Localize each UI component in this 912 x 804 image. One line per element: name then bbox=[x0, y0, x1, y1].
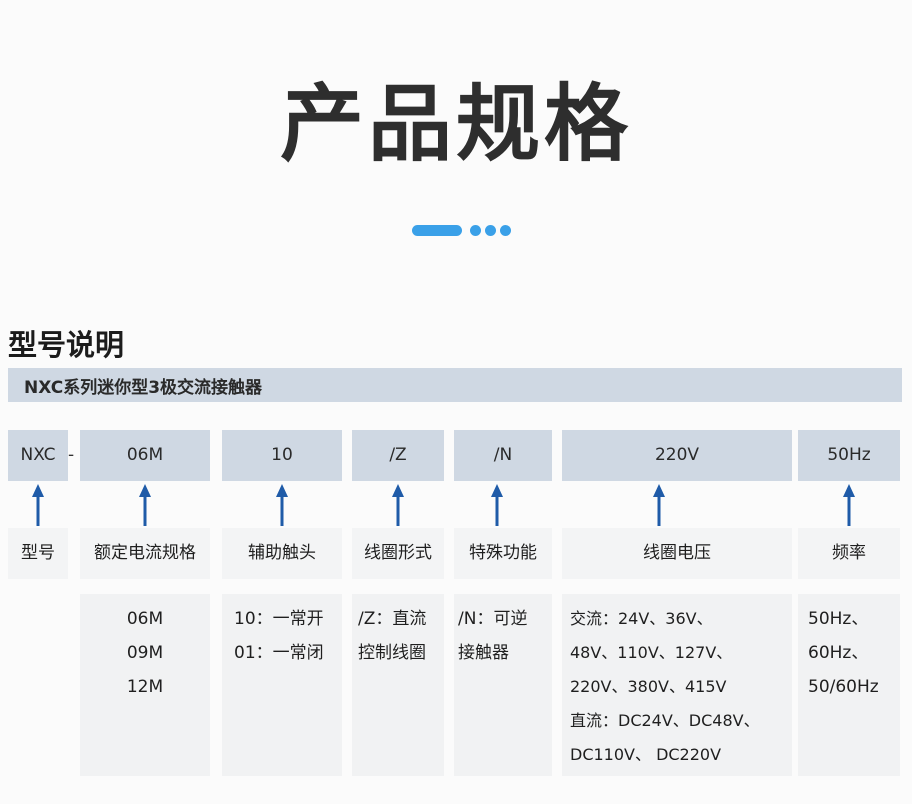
label-special: 特殊功能 bbox=[454, 528, 552, 579]
code-current: 06M bbox=[80, 430, 210, 481]
code-frequency: 50Hz bbox=[798, 430, 900, 481]
detail-line: 48V、110V、127V、 bbox=[570, 643, 733, 662]
page-title: 产品规格 bbox=[279, 75, 632, 173]
up-arrow-icon bbox=[276, 484, 288, 526]
code-aux: 10 bbox=[222, 430, 342, 481]
code-dash: - bbox=[68, 445, 75, 465]
detail-line: /Z：直流 bbox=[358, 609, 427, 629]
label-model: 型号 bbox=[8, 528, 68, 579]
label-coil-type: 线圈形式 bbox=[352, 528, 444, 579]
up-arrow-icon bbox=[653, 484, 665, 526]
up-arrow-icon bbox=[491, 484, 503, 526]
subtitle-bar: NXC系列迷你型3极交流接触器 bbox=[8, 368, 902, 402]
label-frequency: 频率 bbox=[798, 528, 900, 579]
section-title: 型号说明 bbox=[8, 328, 125, 362]
detail-line: /N：可逆 bbox=[458, 609, 528, 629]
code-voltage: 220V bbox=[562, 430, 792, 481]
up-arrow-icon bbox=[392, 484, 404, 526]
accent-dot bbox=[470, 225, 481, 236]
detail-line: 50Hz、 bbox=[808, 609, 869, 629]
detail-line: 60Hz、 bbox=[808, 643, 869, 663]
detail-voltage: 交流：24V、36V、 48V、110V、127V、 220V、380V、415… bbox=[562, 594, 792, 776]
up-arrow-icon bbox=[843, 484, 855, 526]
detail-line: 01：一常闭 bbox=[234, 643, 324, 663]
accent-dot bbox=[500, 225, 511, 236]
detail-line: 50/60Hz bbox=[808, 677, 879, 697]
detail-line: 220V、380V、415V bbox=[570, 677, 727, 696]
detail-line: 12M bbox=[126, 677, 164, 697]
subtitle-text: NXC系列迷你型3极交流接触器 bbox=[24, 378, 263, 398]
label-voltage: 线圈电压 bbox=[562, 528, 792, 579]
detail-aux: 10：一常开 01：一常闭 bbox=[222, 594, 342, 776]
code-coil-type: /Z bbox=[352, 430, 444, 481]
code-model: NXC bbox=[8, 430, 68, 481]
detail-current: 06M 09M 12M bbox=[80, 594, 210, 776]
detail-line: 交流：24V、36V、 bbox=[570, 609, 713, 628]
code-special: /N bbox=[454, 430, 552, 481]
accent-dot bbox=[485, 225, 496, 236]
detail-line: 09M bbox=[126, 643, 164, 663]
detail-line: 06M bbox=[126, 609, 164, 629]
accent-bar bbox=[412, 225, 462, 236]
label-aux: 辅助触头 bbox=[222, 528, 342, 579]
detail-coil-type: /Z：直流 控制线圈 bbox=[352, 594, 444, 776]
up-arrow-icon bbox=[139, 484, 151, 526]
detail-line: 10：一常开 bbox=[234, 609, 324, 629]
detail-frequency: 50Hz、 60Hz、 50/60Hz bbox=[798, 594, 900, 776]
detail-line: DC110V、 DC220V bbox=[570, 745, 722, 764]
detail-line: 控制线圈 bbox=[358, 643, 426, 663]
up-arrow-icon bbox=[32, 484, 44, 526]
detail-line: 接触器 bbox=[458, 643, 509, 663]
detail-special: /N：可逆 接触器 bbox=[454, 594, 552, 776]
detail-line: 直流：DC24V、DC48V、 bbox=[570, 711, 760, 730]
label-current: 额定电流规格 bbox=[80, 528, 210, 579]
